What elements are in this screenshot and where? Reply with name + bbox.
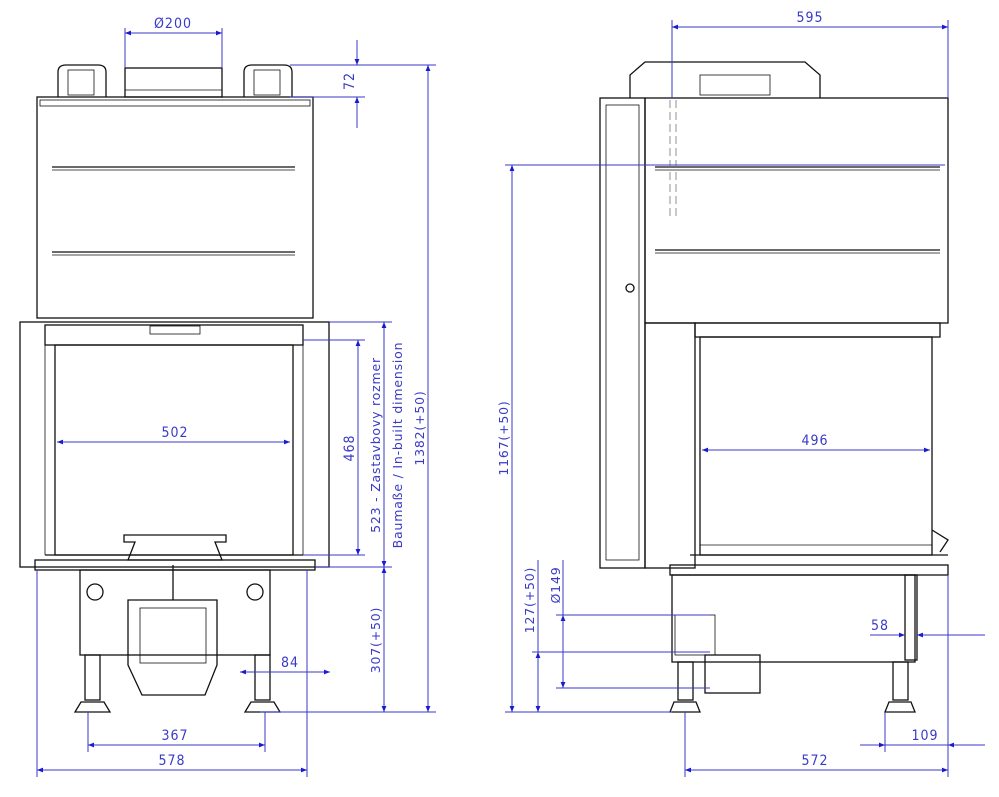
front-top-body bbox=[36, 96, 314, 319]
side-panel bbox=[599, 97, 696, 569]
leg-offset-label: 84 bbox=[281, 655, 299, 671]
side-leg-offset-label: 109 bbox=[911, 728, 938, 744]
lifting-handle-right bbox=[243, 64, 293, 97]
side-view bbox=[599, 61, 949, 713]
air-inlet-height-label: 127(+50) bbox=[522, 567, 537, 633]
side-glass-width-label: 496 bbox=[801, 433, 828, 449]
total-height-label: 1382(+50) bbox=[412, 390, 427, 465]
air-inlet bbox=[704, 654, 761, 694]
built-in-dimension-value: 523 - Zastavbovy rozmer bbox=[368, 357, 383, 533]
built-in-dimension-label: Baumaße / In-built dimension bbox=[390, 342, 405, 549]
side-top-body bbox=[644, 97, 949, 324]
base-height-label: 307(+50) bbox=[368, 607, 383, 673]
glass-height-label: 468 bbox=[342, 434, 358, 461]
side-bottom-width-label: 572 bbox=[801, 753, 828, 769]
flue-center-height-label: 1167(+50) bbox=[496, 400, 511, 475]
front-base bbox=[34, 559, 316, 713]
side-lifting-handle bbox=[629, 61, 821, 98]
flue-diameter-label: Ø200 bbox=[154, 16, 192, 32]
flue-collar bbox=[124, 67, 223, 98]
side-offset-label: 58 bbox=[871, 618, 889, 634]
side-dimensions: 595 1167(+50) 127(+50) Ø149 496 58 109 5… bbox=[496, 10, 985, 777]
lifting-handle-left bbox=[57, 64, 107, 97]
front-glass-frame bbox=[19, 321, 330, 568]
leg-spacing-label: 367 bbox=[161, 728, 188, 744]
total-width-label: 578 bbox=[158, 753, 185, 769]
side-base bbox=[669, 564, 949, 713]
glass-width-label: 502 bbox=[161, 425, 188, 441]
front-view bbox=[19, 64, 330, 713]
side-top-width-label: 595 bbox=[796, 10, 823, 26]
flue-height-label: 72 bbox=[342, 72, 358, 90]
air-inlet-diameter-label: Ø149 bbox=[548, 567, 563, 604]
ash-box bbox=[127, 599, 218, 696]
front-dimensions: Ø200 72 1382(+50) 523 - Zastavbovy rozme… bbox=[36, 16, 436, 777]
side-glass bbox=[690, 322, 949, 556]
